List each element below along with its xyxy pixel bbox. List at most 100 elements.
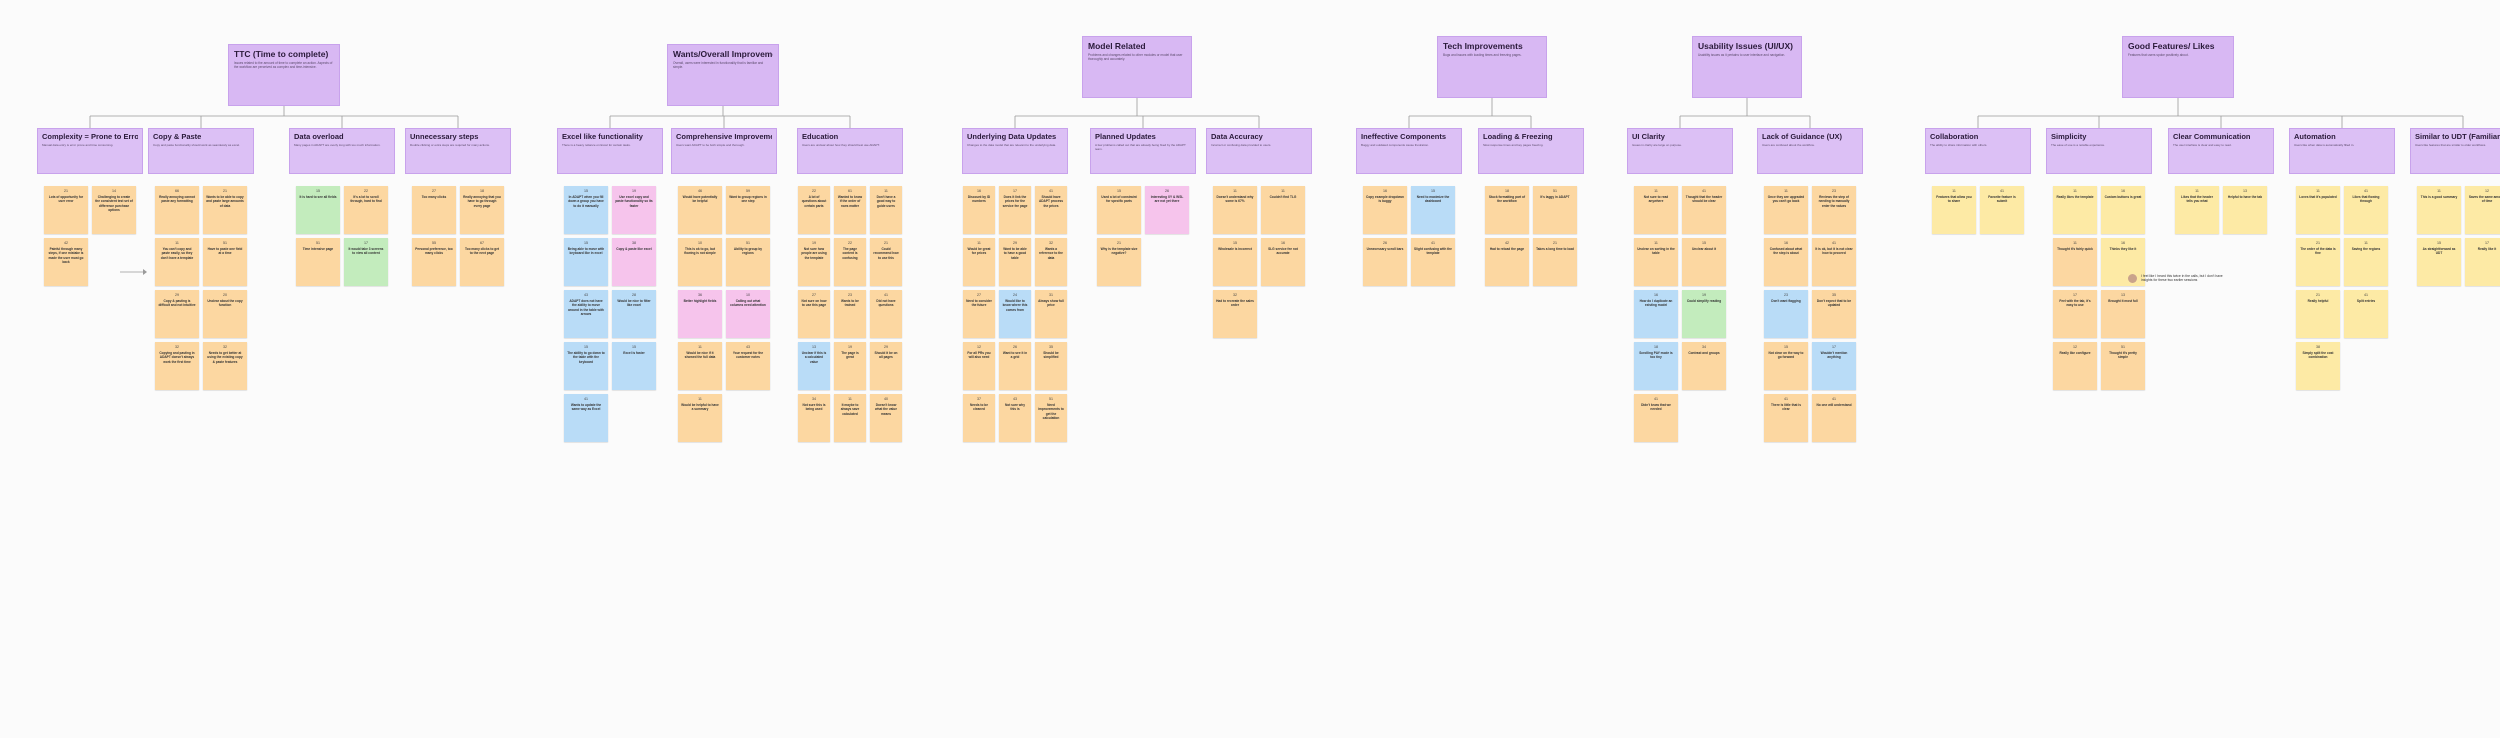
subcategory-header[interactable]: Similar to UDT (Familiarity)Users like f… xyxy=(2410,128,2500,174)
subcategory-header[interactable]: Comprehensive ImprovementsUsers want ADA… xyxy=(671,128,777,174)
category-header[interactable]: Usability Issues (UI/UX)Usability issues… xyxy=(1692,36,1802,98)
category-header[interactable]: Wants/Overall ImprovementsOverall, users… xyxy=(667,44,779,106)
category-header[interactable]: TTC (Time to complete)Issues related to … xyxy=(228,44,340,106)
